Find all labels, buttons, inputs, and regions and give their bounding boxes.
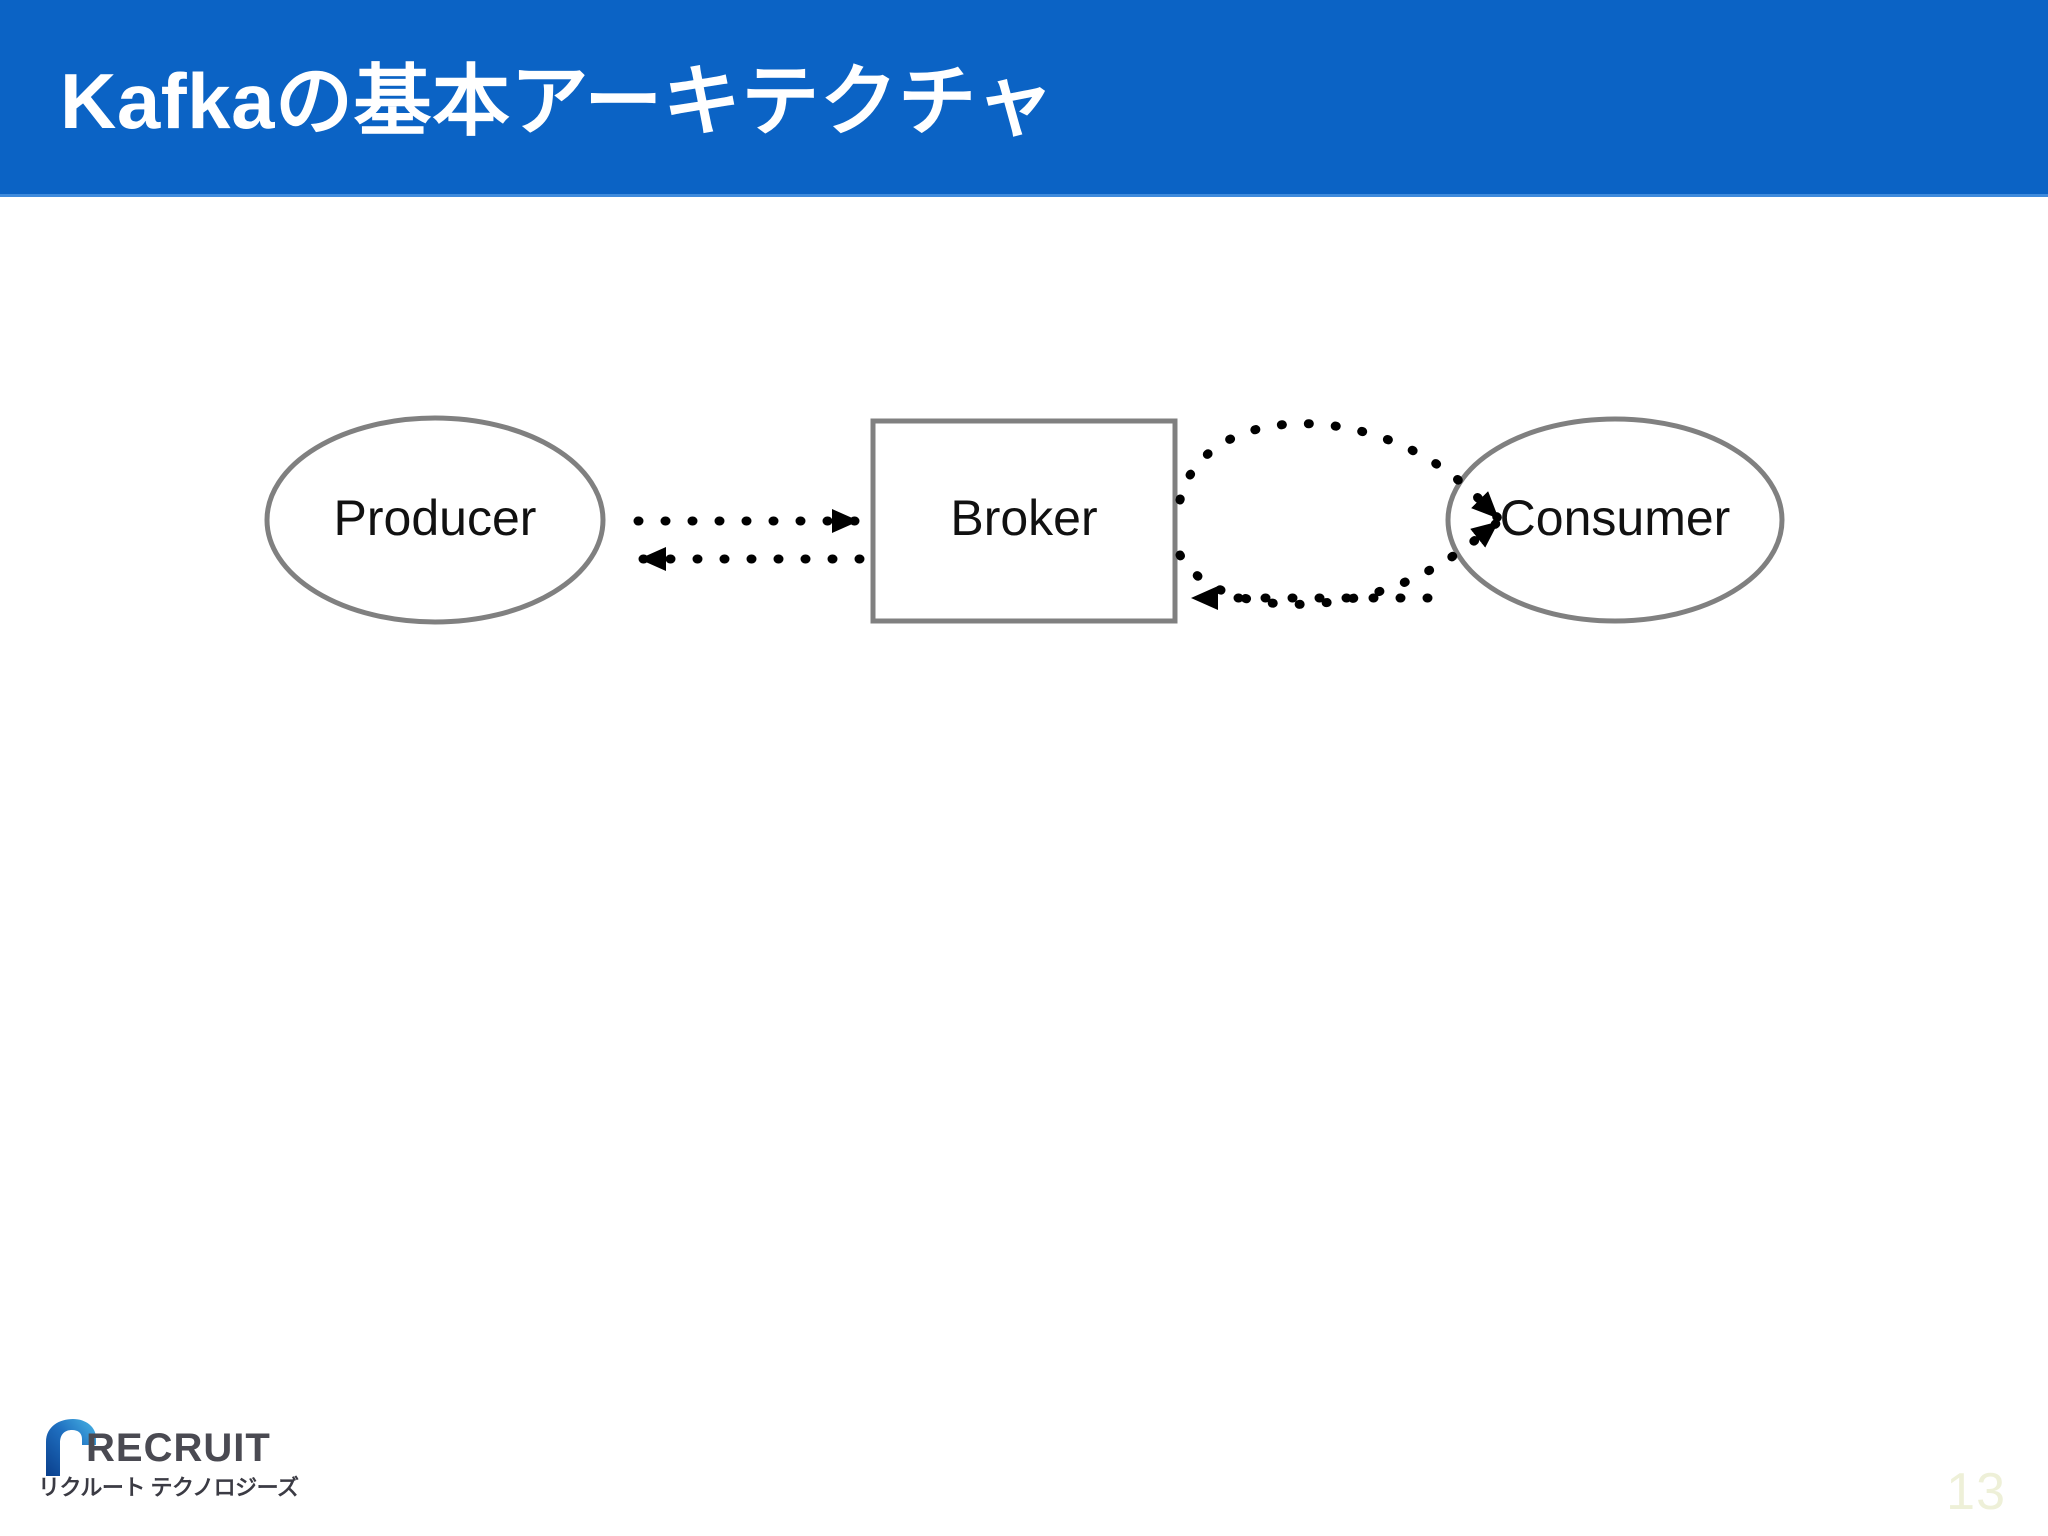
broker-label: Broker <box>950 490 1097 546</box>
slide-header-underline <box>0 194 2048 197</box>
node-consumer[interactable]: Consumer <box>1445 416 1785 624</box>
recruit-subtitle: リクルート テクノロジーズ <box>38 1475 299 1500</box>
recruit-wordmark: RECRUIT <box>86 1426 271 1470</box>
node-producer[interactable]: Producer <box>264 415 606 625</box>
producer-label: Producer <box>334 490 537 546</box>
slide-header-bar <box>0 0 2048 194</box>
recruit-mark-icon <box>46 1419 96 1476</box>
producer-ellipse-shape <box>264 415 606 625</box>
edge-broker-to-consumer-upper <box>1175 419 1503 523</box>
page-number: 13 <box>1946 1463 2006 1521</box>
consumer-label: Consumer <box>1500 490 1731 546</box>
recruit-logo: RECRUIT リクルート テクノロジーズ <box>38 1418 299 1508</box>
node-broker[interactable]: Broker <box>870 418 1178 624</box>
architecture-diagram: Producer Broker Consumer <box>0 200 2048 1380</box>
broker-rect-shape <box>870 418 1178 624</box>
page-title: Kafkaの基本アーキテクチャ <box>60 57 1055 145</box>
consumer-ellipse-shape <box>1445 416 1785 624</box>
